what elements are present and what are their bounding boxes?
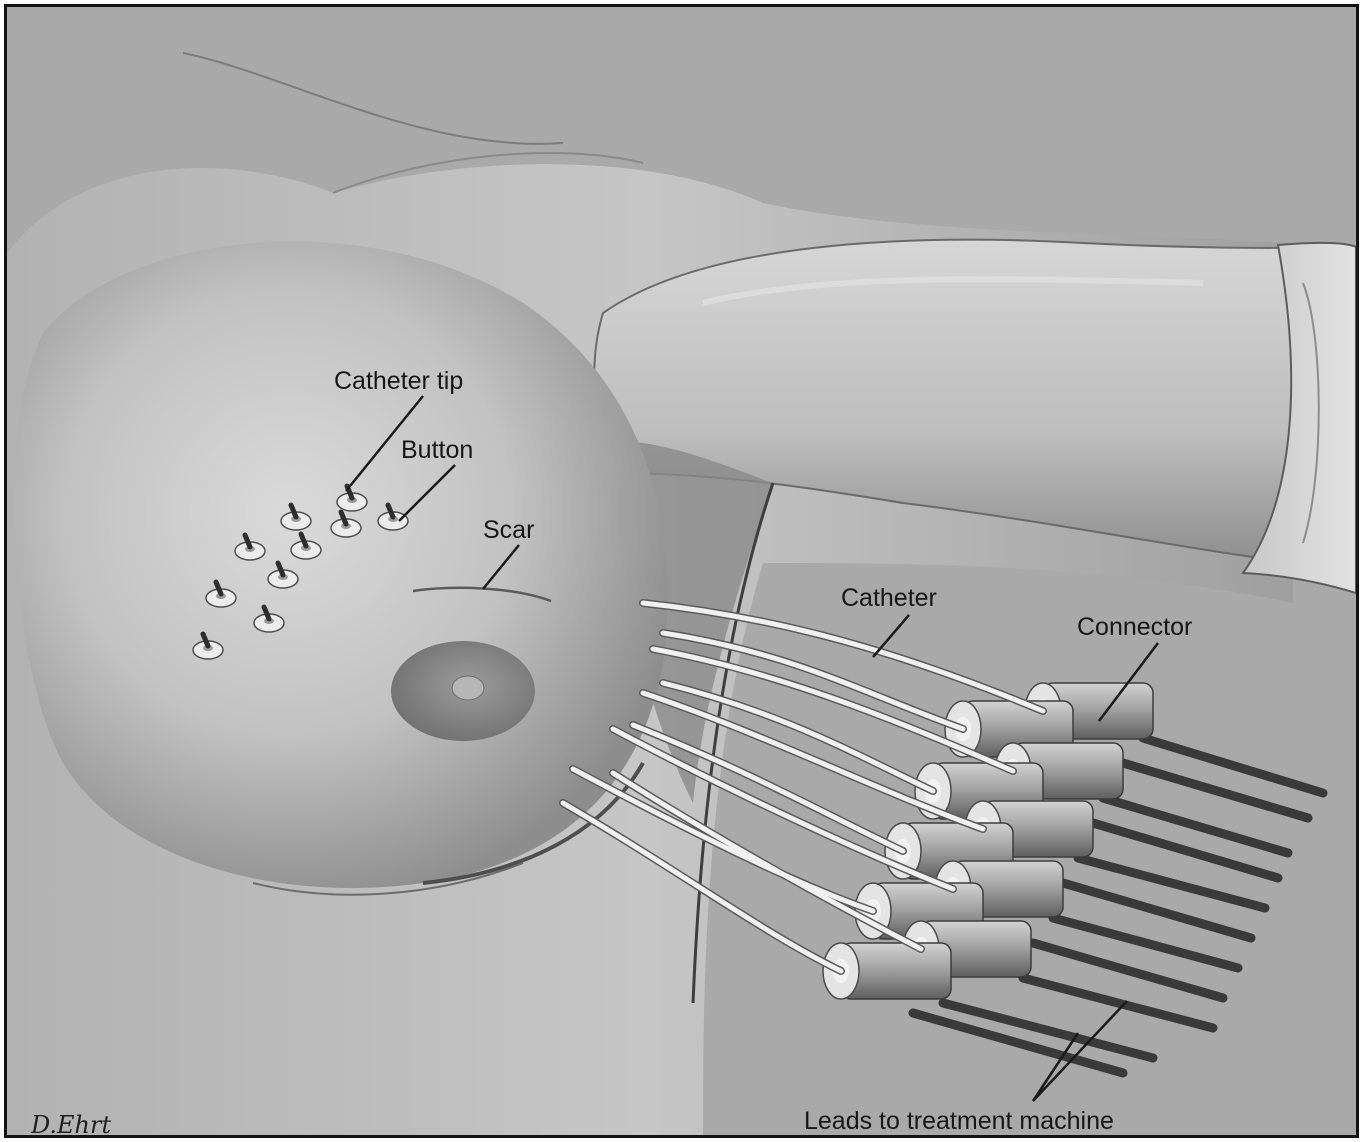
artist-signature: D.Ehrt (30, 1111, 111, 1135)
breast-brachytherapy-illustration: Catheter tip Button Scar Catheter Connec… (7, 7, 1356, 1135)
label-catheter-tip: Catheter tip (334, 367, 463, 395)
label-leads: Leads to treatment machine (804, 1107, 1114, 1135)
nipple (452, 676, 484, 700)
label-catheter: Catheter (841, 584, 937, 612)
label-scar: Scar (483, 516, 534, 544)
illustration-frame: Catheter tip Button Scar Catheter Connec… (4, 4, 1359, 1138)
label-connector: Connector (1077, 613, 1192, 641)
label-button: Button (401, 436, 473, 464)
